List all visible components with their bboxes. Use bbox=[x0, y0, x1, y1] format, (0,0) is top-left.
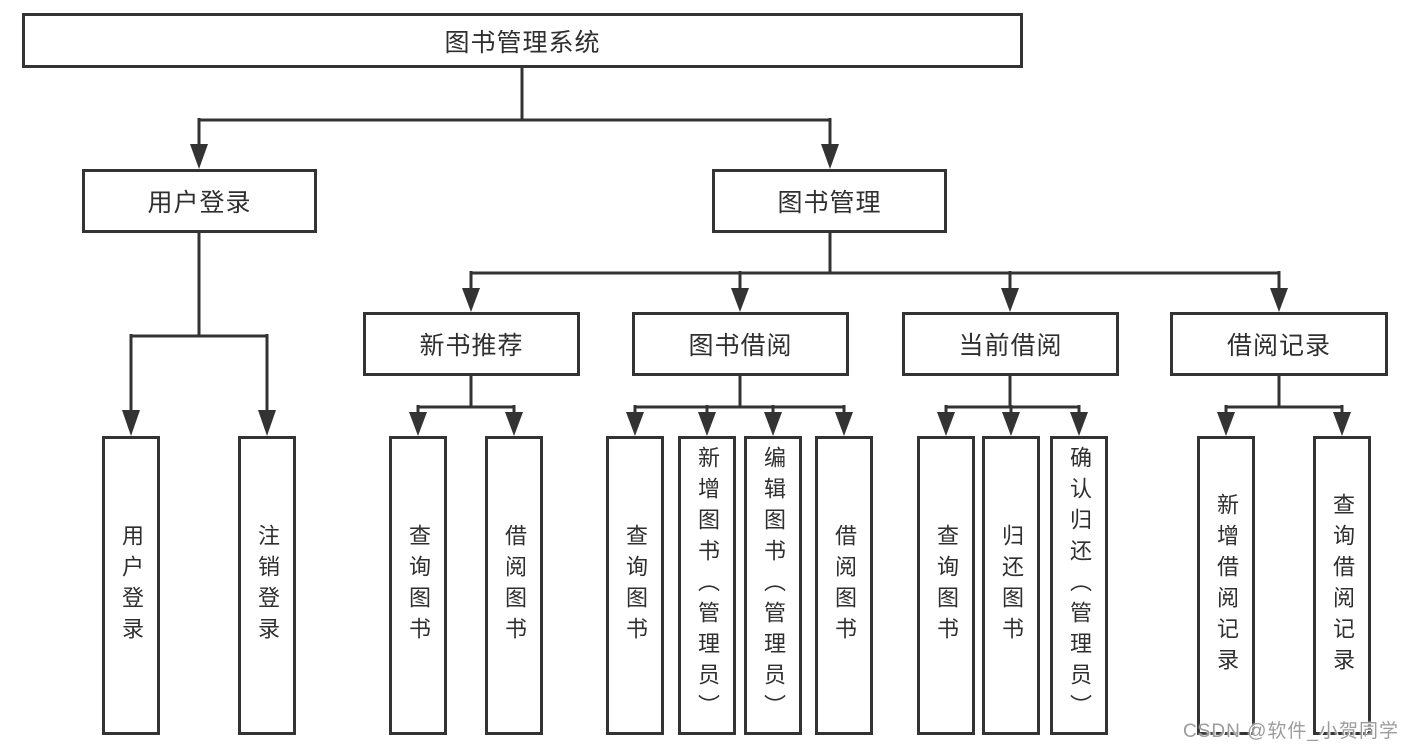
watermark: CSDN @软件_小贺同学 bbox=[1183, 721, 1399, 742]
arrowheads bbox=[122, 144, 1351, 436]
node-root-label: 图书管理系统 bbox=[444, 28, 601, 57]
node-leaf-borrow-books: 借阅图书 bbox=[815, 436, 873, 735]
node-book-management: 图书管理 bbox=[712, 169, 947, 233]
node-current-borrow-label: 当前借阅 bbox=[958, 332, 1063, 360]
node-leaf-borrow-books-recommend: 借阅图书 bbox=[485, 436, 543, 735]
node-book-borrow: 图书借阅 bbox=[632, 312, 849, 376]
node-user-login: 用户登录 bbox=[82, 169, 317, 233]
node-leaf-user-login: 用户登录 bbox=[102, 436, 160, 735]
node-leaf-query-books-borrow: 查询图书 bbox=[606, 436, 664, 735]
node-leaf-logout: 注销登录 bbox=[238, 436, 296, 735]
node-user-login-label: 用户登录 bbox=[147, 189, 252, 217]
node-new-book-recommend: 新书推荐 bbox=[363, 312, 580, 376]
node-leaf-query-books-recommend: 查询图书 bbox=[389, 436, 447, 735]
node-leaf-add-borrow-record: 新增借阅记录 bbox=[1197, 436, 1255, 735]
node-leaf-query-books-current: 查询图书 bbox=[917, 436, 975, 735]
node-leaf-confirm-return-admin: 确认归还（管理员） bbox=[1050, 436, 1108, 735]
node-leaf-query-borrow-record: 查询借阅记录 bbox=[1313, 436, 1371, 735]
node-leaf-edit-books-admin: 编辑图书（管理员） bbox=[744, 436, 802, 735]
node-current-borrow: 当前借阅 bbox=[902, 312, 1119, 376]
node-new-book-recommend-label: 新书推荐 bbox=[419, 332, 524, 360]
node-leaf-add-books-admin: 新增图书（管理员） bbox=[678, 436, 736, 735]
node-root: 图书管理系统 bbox=[22, 13, 1023, 68]
node-borrow-records-label: 借阅记录 bbox=[1226, 332, 1331, 360]
node-leaf-return-books: 归还图书 bbox=[982, 436, 1040, 735]
node-book-management-label: 图书管理 bbox=[777, 189, 882, 217]
node-borrow-records: 借阅记录 bbox=[1170, 312, 1388, 376]
node-book-borrow-label: 图书借阅 bbox=[688, 332, 793, 360]
